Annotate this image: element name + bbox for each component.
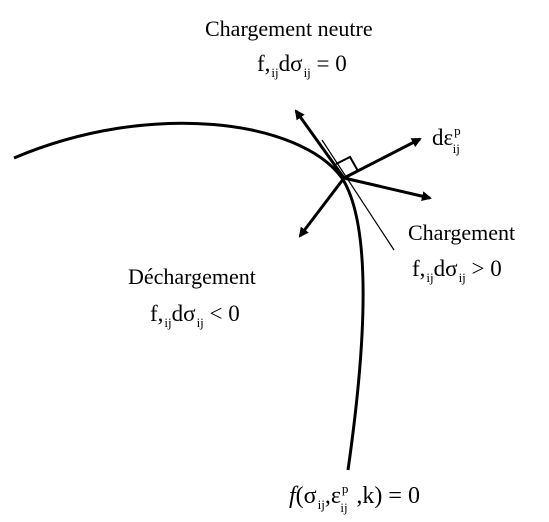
loading-condition: f,ijdσij > 0 [412, 257, 502, 284]
yield-surface-curve [13, 121, 365, 471]
plastic-strain-arrow [343, 137, 422, 180]
plastic-strain-label: dεp ij [432, 123, 461, 155]
neutral-f: f, [257, 51, 271, 76]
neutral-loading-title: Chargement neutre [205, 16, 373, 41]
unloading-relation: < 0 [203, 301, 240, 326]
right-angle-marker [335, 155, 359, 172]
loading-f: f, [412, 256, 426, 281]
unloading-title: Déchargement [128, 264, 256, 289]
unloading-dsigma-sub: ij [196, 315, 204, 330]
loading-arrow [343, 176, 432, 202]
neutral-relation: = 0 [310, 51, 347, 76]
strain-sup: p [454, 123, 461, 138]
tangent-line [321, 139, 395, 251]
surface-sigma-sub: ij [317, 497, 325, 512]
unloading-dsigma: dσ [171, 301, 196, 326]
unloading-f-sub: ij [164, 315, 172, 330]
surface-f: f [289, 483, 296, 509]
neutral-dsigma: dσ [278, 51, 303, 76]
strain-sub: ij [452, 141, 460, 156]
surface-eps-sub: ij [340, 500, 348, 515]
neutral-loading-condition: f,ijdσij = 0 [257, 52, 347, 79]
unloading-arrow [298, 177, 346, 238]
surface-open: (σ [295, 483, 317, 509]
neutral-f-sub: ij [271, 65, 279, 80]
loading-f-sub: ij [426, 270, 434, 285]
unloading-condition: f,ijdσij < 0 [150, 302, 240, 329]
neutral-dsigma-sub: ij [303, 65, 311, 80]
surface-eps-sup: p [341, 481, 349, 496]
surface-rest: ,k) = 0 [356, 483, 420, 509]
loading-relation: > 0 [465, 256, 502, 281]
surface-eps: ,ε [324, 483, 341, 509]
loading-dsigma: dσ [433, 256, 458, 281]
loading-dsigma-sub: ij [458, 270, 466, 285]
loading-title: Chargement [408, 220, 516, 245]
unloading-f: f, [150, 301, 164, 326]
strain-symbol: dε [432, 125, 454, 150]
neutral-loading-arrow [294, 109, 346, 179]
